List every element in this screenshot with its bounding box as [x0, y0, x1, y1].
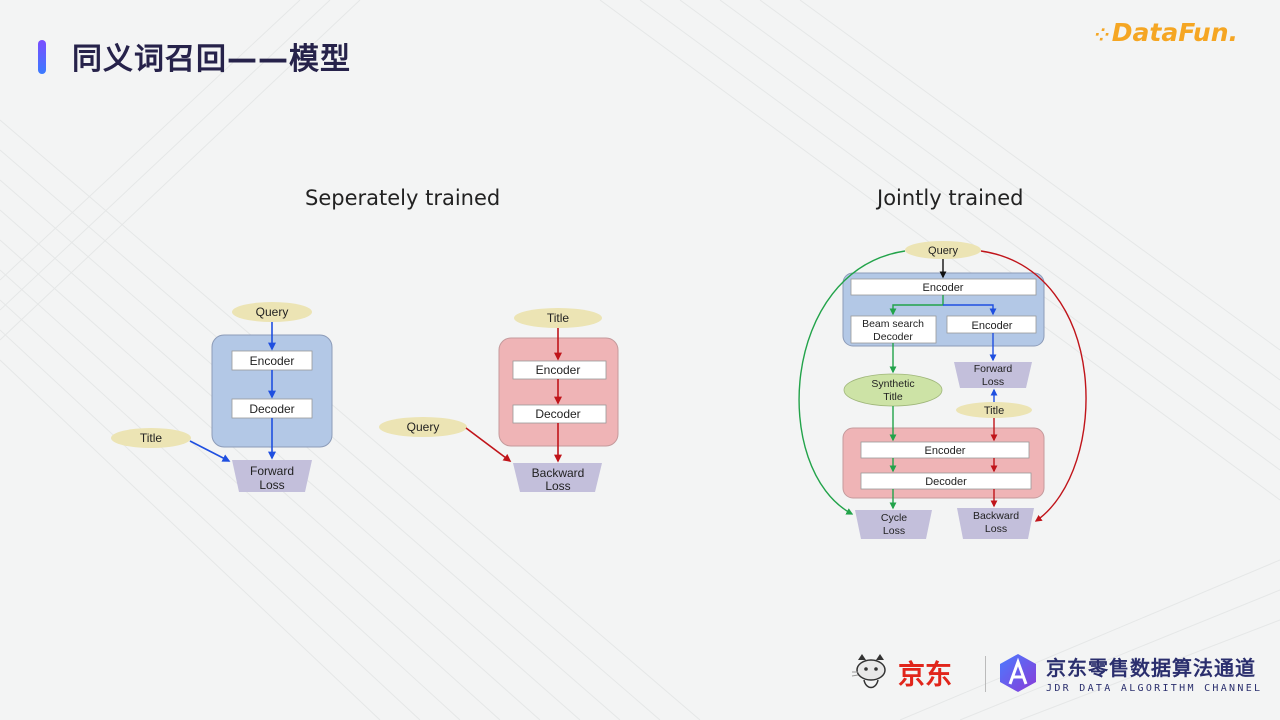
joint-title-label: Title — [984, 405, 1004, 417]
joint-bwd-loss-label-1: Backward — [973, 510, 1019, 522]
joint-beam-label-1: Beam search — [862, 318, 924, 330]
joint-model: Query Encoder Beam search Decoder Encode… — [798, 241, 1087, 539]
fwd-query-node — [232, 302, 312, 322]
backward-model: Title Encoder Decoder Query Backward Los… — [379, 308, 619, 493]
joint-bwd-loss-label-2: Loss — [985, 523, 1007, 535]
title-accent-bar — [38, 40, 46, 74]
fwd-loss-label-1: Forward — [250, 464, 294, 478]
joint-forward-loss-node — [954, 362, 1032, 388]
joint-query-node — [905, 241, 981, 259]
bwd-loss-label-1: Backward — [532, 466, 585, 480]
joint-synthetic-label-1: Synthetic — [871, 378, 914, 390]
joint-bottom-encoder-label: Encoder — [925, 445, 966, 457]
joint-query-label: Query — [928, 245, 958, 257]
joint-beam-decoder-node — [850, 315, 937, 344]
label-separately-trained: Seperately trained — [305, 186, 501, 210]
bwd-title-label: Title — [547, 311, 570, 325]
fwd-query-label: Query — [256, 305, 289, 319]
datafun-logo-text: DataFun. — [1111, 18, 1238, 47]
fwd-forward-loss-node — [232, 460, 312, 492]
joint-arrow-encoder-side — [943, 304, 997, 316]
bwd-loss-label-2: Loss — [545, 479, 570, 493]
forward-model: Query Encoder Decoder Title Forward Loss — [111, 302, 333, 492]
joint-backward-loss-node — [957, 508, 1034, 539]
channel-a-icon — [1000, 654, 1036, 692]
joint-title-node — [956, 402, 1032, 418]
joint-bottom-encoder-node — [860, 441, 1030, 459]
channel-logo: 京东零售数据算法通道 JDR DATA ALGORITHM CHANNEL — [998, 652, 1262, 694]
bwd-encoder-node — [512, 360, 607, 380]
datafun-logo: ⁘DataFun. — [1095, 18, 1238, 47]
bwd-arrow-query-loss — [465, 427, 512, 462]
joint-arrow-query-cycleloss — [798, 250, 906, 515]
fwd-arrow-title-loss — [189, 440, 231, 462]
bwd-backward-loss-node — [513, 463, 602, 492]
fwd-title-node — [111, 428, 191, 448]
joint-beam-label-2: Decoder — [873, 331, 913, 343]
joint-arrow-encoder-beam — [889, 295, 944, 316]
fwd-encoder-label: Encoder — [250, 354, 295, 368]
fwd-loss-label-2: Loss — [259, 478, 284, 492]
joint-cycle-label-1: Cycle — [881, 512, 907, 524]
bwd-query-node — [379, 417, 467, 437]
bwd-decoder-node — [512, 404, 607, 424]
page-title: 同义词召回——模型 — [72, 42, 351, 77]
bwd-query-label: Query — [407, 420, 440, 434]
jd-logo-text: 京东 — [898, 659, 952, 691]
channel-name-en: JDR DATA ALGORITHM CHANNEL — [1046, 683, 1263, 694]
fwd-title-label: Title — [140, 431, 163, 445]
joint-fwd-loss-label-2: Loss — [982, 376, 1004, 388]
joint-arrow-query-backwardloss — [980, 250, 1087, 522]
jd-logo: 京东 — [850, 652, 952, 692]
channel-name-cn: 京东零售数据算法通道 — [1046, 656, 1256, 680]
joint-top-encoder-label: Encoder — [923, 282, 964, 294]
joint-side-encoder-node — [946, 315, 1037, 334]
joint-bottom-decoder-label: Decoder — [925, 476, 967, 488]
joint-bottom-decoder-node — [860, 472, 1032, 490]
fwd-decoder-label: Decoder — [249, 402, 294, 416]
bwd-decoder-label: Decoder — [535, 407, 580, 421]
label-jointly-trained: Jointly trained — [877, 186, 1024, 210]
datafun-dots-icon: ⁘ — [1094, 25, 1110, 46]
bwd-encoder-label: Encoder — [536, 363, 581, 377]
footer-divider — [985, 656, 986, 692]
joint-synthetic-label-2: Title — [883, 391, 903, 403]
jd-dog-icon — [851, 654, 886, 689]
joint-fwd-loss-label-1: Forward — [974, 363, 1013, 375]
joint-cycle-label-2: Loss — [883, 525, 905, 537]
joint-cycle-loss-node — [855, 510, 932, 539]
joint-side-encoder-label: Encoder — [972, 320, 1013, 332]
bwd-title-node — [514, 308, 602, 328]
